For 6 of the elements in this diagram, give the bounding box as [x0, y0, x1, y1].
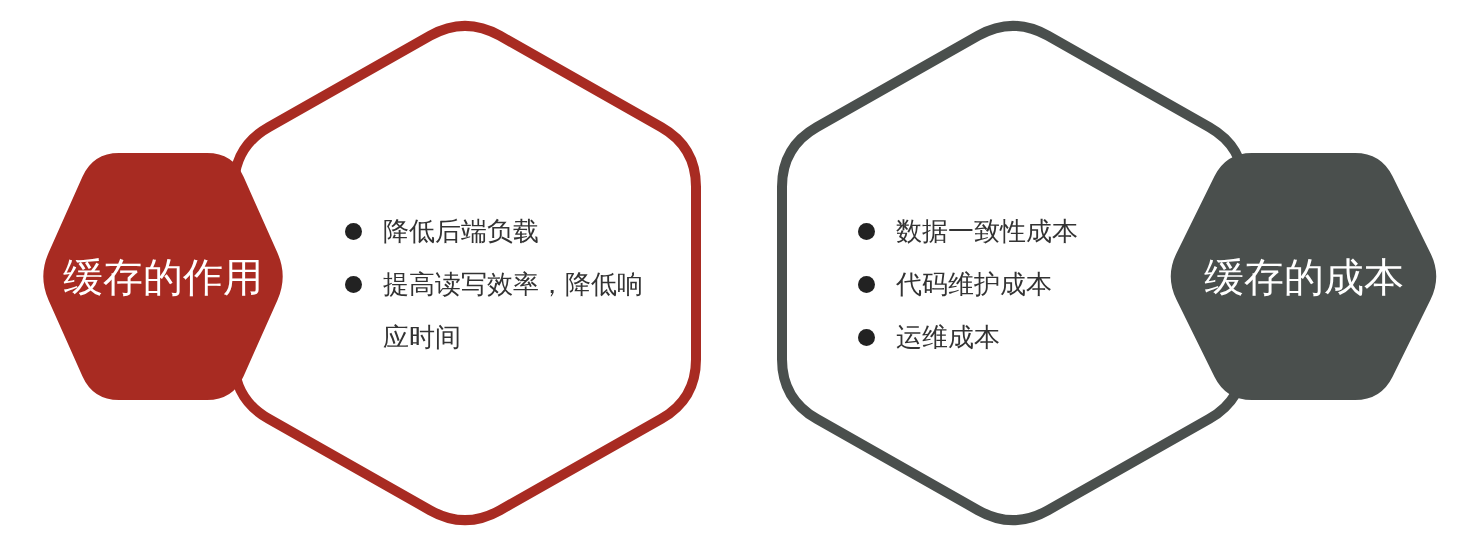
bullet-item: 数据一致性成本: [858, 205, 1178, 258]
bullet-item: 运维成本: [858, 311, 1178, 364]
bullet-item: 降低后端负载: [345, 205, 645, 258]
bullet-item: 提高读写效率，降低响应时间: [345, 258, 645, 364]
hexagon-title: 缓存的作用: [62, 252, 264, 301]
hexagon-title: 缓存的成本: [1202, 252, 1405, 301]
